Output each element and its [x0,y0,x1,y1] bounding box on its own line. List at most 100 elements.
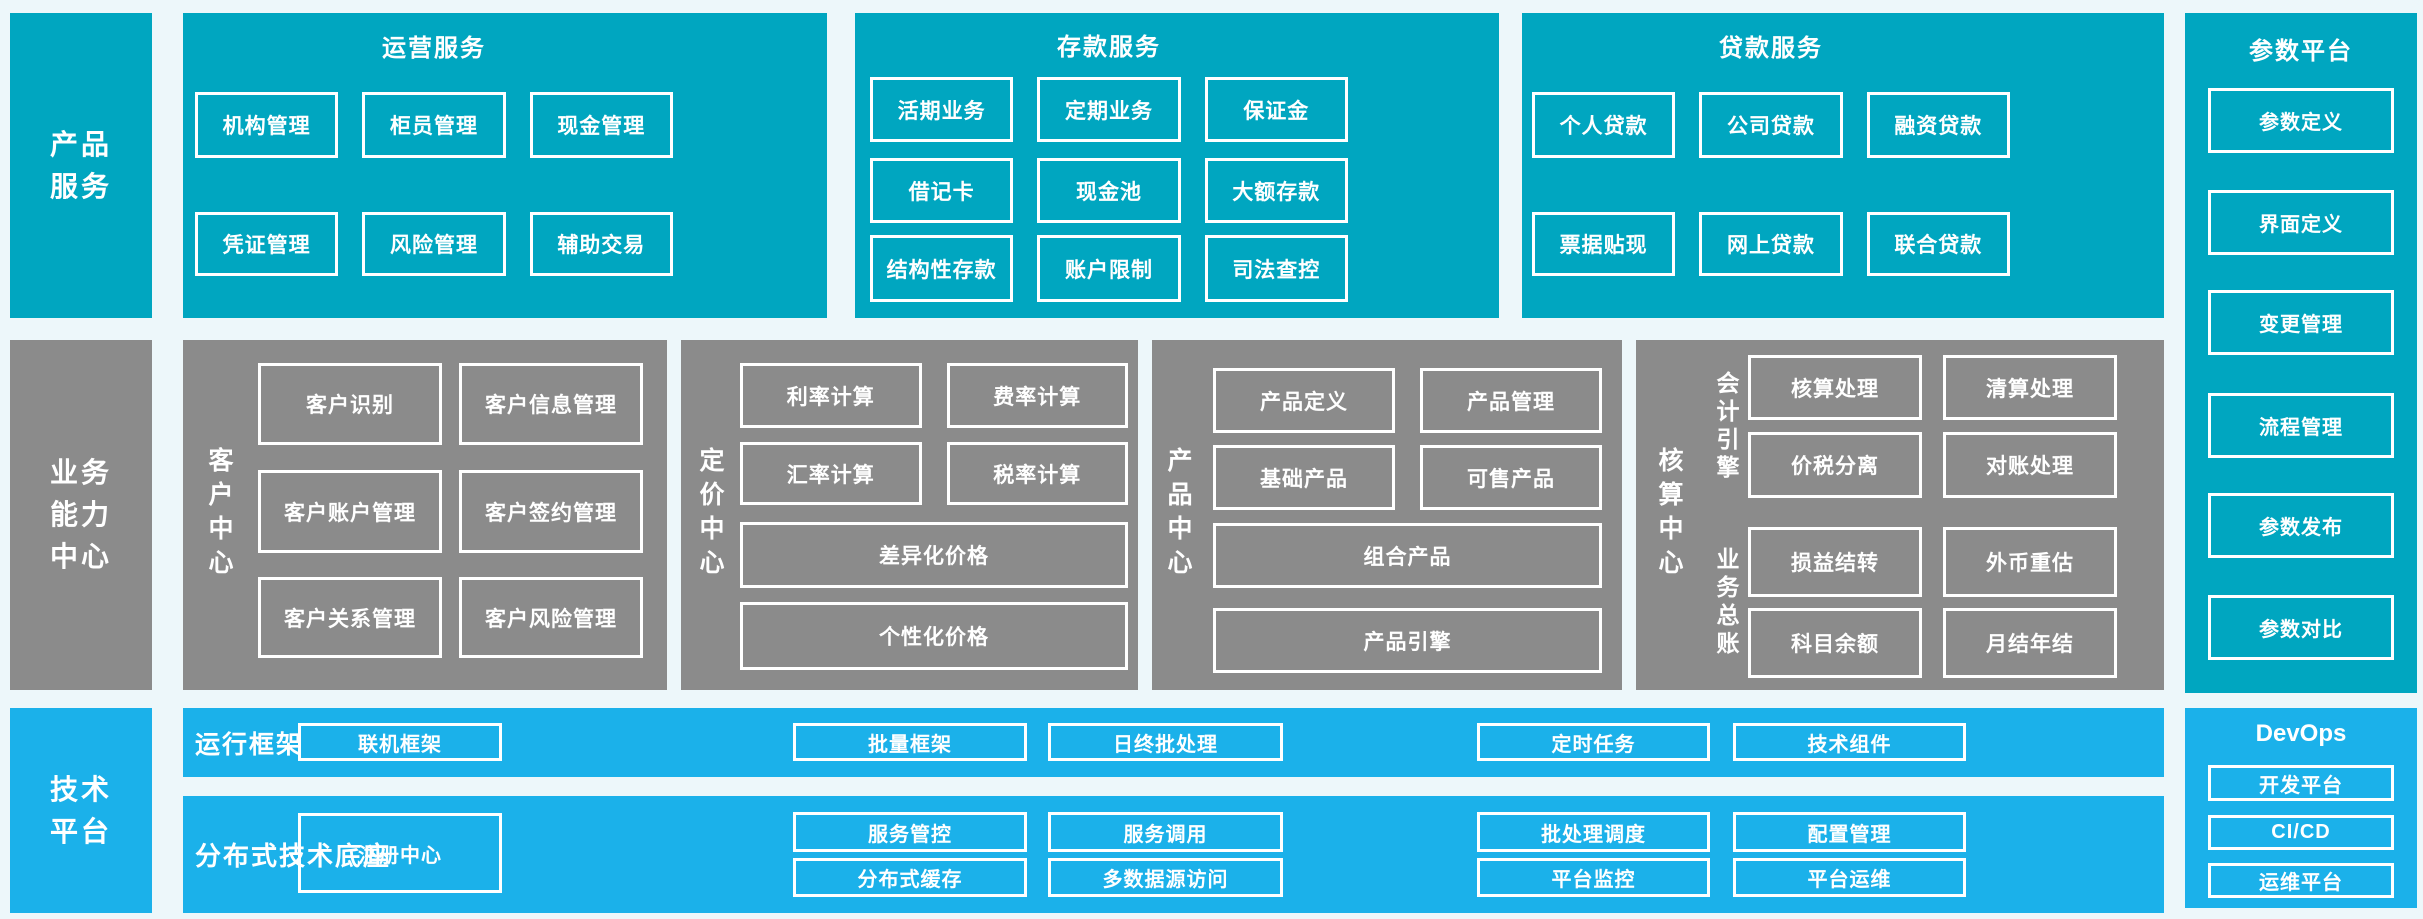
diagram-box: 账户限制 [1037,235,1181,302]
diagram-box: 联机框架 [298,723,502,761]
section-operations-services: 运营服务 机构管理 柜员管理 现金管理 凭证管理 风险管理 辅助交易 [183,13,827,318]
diagram-box: 分布式缓存 [793,858,1027,897]
vertical-label-text: 产品中心 [1164,447,1192,583]
business-ledger-label: 业务总账 [1710,527,1742,678]
diagram-box: 现金池 [1037,158,1181,223]
diagram-box: 汇率计算 [740,442,922,505]
sidebar-tech-platform: 技术 平台 [10,708,152,913]
diagram-box: 辅助交易 [529,212,673,276]
diagram-box: 日终批处理 [1048,723,1283,761]
diagram-box: 个人贷款 [1532,92,1676,158]
diagram-box: 平台监控 [1477,858,1710,897]
section-product-center: 产品中心 产品定义 产品管理 基础产品 可售产品 组合产品 产品引擎 [1152,340,1622,690]
vertical-label-text: 定价中心 [696,447,724,583]
section-loan-title: 贷款服务 [1719,35,1823,62]
vertical-label-text: 客户中心 [205,447,233,583]
diagram-box: 结构性存款 [870,235,1014,302]
diagram-box: 平台运维 [1733,858,1966,897]
diagram-box: 客户关系管理 [258,577,442,658]
sidebar-product-services-label: 产品 服务 [10,13,152,318]
diagram-box: 司法查控 [1204,235,1348,302]
diagram-box: 损益结转 [1748,527,1922,597]
diagram-box: 对账处理 [1943,432,2117,498]
diagram-box: 参数对比 [2208,595,2394,660]
diagram-box: 界面定义 [2208,190,2394,255]
diagram-box: 利率计算 [740,363,922,428]
diagram-box: 保证金 [1204,77,1348,142]
section-accounting-center: 核算中心 会计引擎 业务总账 核算处理 清算处理 价税分离 对账处理 损益结转 … [1636,340,2164,690]
pricing-center-label: 定价中心 [690,340,730,690]
sidebar-product-services: 产品 服务 [10,13,152,318]
diagram-box: 客户风险管理 [459,577,643,658]
diagram-box: 客户签约管理 [459,470,643,553]
diagram-box: 多数据源访问 [1048,858,1283,897]
diagram-box: 凭证管理 [195,212,339,276]
product-center-label: 产品中心 [1158,340,1198,690]
diagram-box: 核算处理 [1748,355,1922,420]
diagram-box: 组合产品 [1213,523,1602,588]
strip-runtime-framework: 运行框架 联机框架 批量框架 日终批处理 定时任务 技术组件 [183,708,2164,777]
vertical-label-text: 核算中心 [1655,447,1683,583]
vertical-label-text: 业务总账 [1713,546,1739,659]
diagram-box: 注册中心 [298,813,502,893]
diagram-box: 参数发布 [2208,493,2394,558]
diagram-box: 票据贴现 [1532,212,1676,276]
diagram-box: 清算处理 [1943,355,2117,420]
label-line: 业务 [49,457,112,488]
section-loan-services: 贷款服务 个人贷款 公司贷款 融资贷款 票据贴现 网上贷款 联合贷款 [1522,13,2164,318]
diagram-box: 客户识别 [258,363,442,445]
diagram-box: 活期业务 [870,77,1014,142]
diagram-box: 服务管控 [793,812,1027,852]
diagram-box: 产品引擎 [1213,608,1602,673]
diagram-box: 个性化价格 [740,602,1128,670]
section-pricing-center: 定价中心 利率计算 费率计算 汇率计算 税率计算 差异化价格 个性化价格 [681,340,1138,690]
diagram-box: 外币重估 [1943,527,2117,597]
diagram-box: 变更管理 [2208,290,2394,355]
diagram-box: 技术组件 [1733,723,1966,761]
diagram-box: 客户信息管理 [459,363,643,445]
diagram-box: 大额存款 [1204,158,1348,223]
column-devops: DevOps 开发平台 CI/CD 运维平台 [2185,708,2417,908]
diagram-box: CI/CD [2208,815,2394,850]
label-line: 平台 [49,815,112,847]
column-parameter-platform: 参数平台 参数定义 界面定义 变更管理 流程管理 参数发布 参数对比 [2185,13,2417,693]
diagram-box: 流程管理 [2208,393,2394,458]
diagram-box: 开发平台 [2208,765,2394,801]
diagram-box: 参数定义 [2208,88,2394,153]
diagram-box: 税率计算 [946,442,1128,505]
diagram-box: 价税分离 [1748,432,1922,498]
diagram-box: 配置管理 [1733,812,1966,852]
diagram-box: 差异化价格 [740,522,1128,588]
section-operations-title: 运营服务 [382,35,486,62]
diagram-box: 产品定义 [1213,368,1395,433]
section-deposit-services: 存款服务 活期业务 定期业务 保证金 借记卡 现金池 大额存款 结构性存款 账户… [855,13,1499,318]
accounting-engine-label: 会计引擎 [1710,355,1742,498]
diagram-box: 批量框架 [793,723,1027,761]
diagram-box: 网上贷款 [1699,212,1843,276]
diagram-box: 批处理调度 [1477,812,1710,852]
diagram-box: 定时任务 [1477,723,1710,761]
diagram-box: 可售产品 [1420,445,1602,510]
label-line: 能力 [49,499,112,530]
diagram-box: 借记卡 [870,158,1014,223]
diagram-box: 联合贷款 [1866,212,2010,276]
diagram-box: 月结年结 [1943,608,2117,678]
diagram-box: 融资贷款 [1866,92,2010,158]
sidebar-business-capability-label: 业务 能力 中心 [10,340,152,690]
diagram-box: 客户账户管理 [258,470,442,553]
parameter-platform-title: 参数平台 [2249,38,2353,65]
devops-title: DevOps [2255,720,2347,747]
diagram-box: 科目余额 [1748,608,1922,678]
diagram-box: 基础产品 [1213,445,1395,510]
accounting-center-label: 核算中心 [1648,340,1690,690]
diagram-box: 机构管理 [195,92,339,158]
vertical-label-text: 会计引擎 [1713,370,1739,483]
diagram-box: 服务调用 [1048,812,1283,852]
diagram-box: 公司贷款 [1699,92,1843,158]
diagram-box: 费率计算 [946,363,1128,428]
label-line: 中心 [49,541,112,572]
diagram-box: 产品管理 [1420,368,1602,433]
sidebar-business-capability-center: 业务 能力 中心 [10,340,152,690]
strip-distributed-tech-base: 分布式技术底座 注册中心 服务管控 服务调用 批处理调度 配置管理 分布式缓存 … [183,796,2164,913]
